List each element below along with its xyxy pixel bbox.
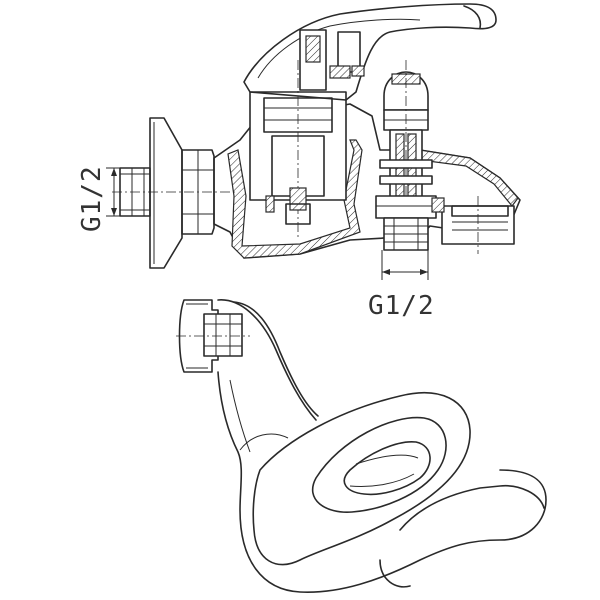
- side-lever: [252, 392, 471, 566]
- valve-body: [213, 103, 521, 259]
- diverter-valve: [375, 60, 437, 250]
- side-connector-nut: [176, 299, 250, 373]
- section-view: G1/2 G1/2: [77, 3, 521, 321]
- exterior-view: [176, 299, 547, 593]
- outlet-thread-label: G1/2: [368, 291, 435, 321]
- dimension-inlet-thread: G1/2: [77, 165, 126, 232]
- side-body: [217, 299, 547, 593]
- dimension-outlet-thread: G1/2: [368, 250, 435, 321]
- wall-flange: [149, 117, 183, 269]
- side-spout: [379, 484, 545, 588]
- aerator: [431, 196, 515, 254]
- inlet-thread-label: G1/2: [77, 165, 107, 232]
- mixer-cartridge: [249, 60, 347, 240]
- outlet-connector: [383, 217, 429, 251]
- lever-handle: [243, 3, 497, 101]
